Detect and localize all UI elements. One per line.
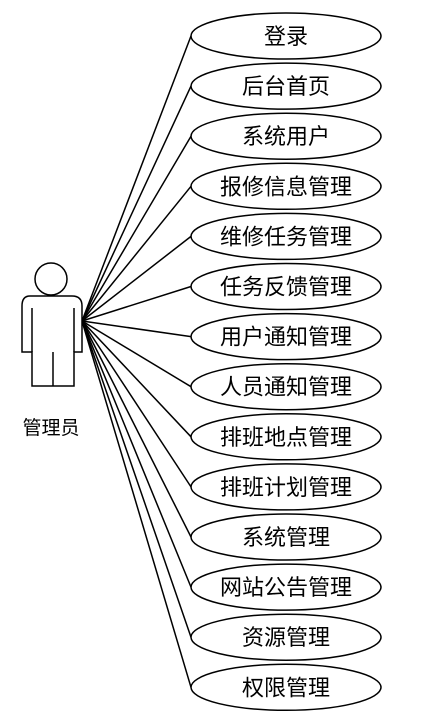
association-line-schedule-plan [81, 320, 192, 488]
person-icon [21, 262, 83, 387]
association-line-resource-management [81, 320, 192, 638]
use-case-resource-management: 资源管理 [190, 613, 382, 661]
association-lines [81, 35, 192, 688]
use-case-schedule-location: 排班地点管理 [190, 413, 382, 461]
association-line-repair-info [81, 185, 192, 322]
use-case-label: 系统用户 [242, 125, 330, 150]
use-case-label: 人员通知管理 [220, 376, 352, 401]
use-case-label: 任务反馈管理 [220, 276, 352, 301]
association-line-task-feedback [81, 285, 192, 322]
use-case-ellipse [190, 413, 382, 461]
use-case-schedule-plan: 排班计划管理 [190, 463, 382, 511]
association-line-dashboard [81, 85, 192, 322]
use-case-ellipse [190, 663, 382, 712]
use-case-ellipse [190, 212, 382, 261]
use-case-repair-task: 维修任务管理 [190, 212, 382, 261]
association-line-permission-management [81, 320, 192, 688]
use-case-site-announcement: 网站公告管理 [190, 563, 382, 611]
association-line-system-management [81, 320, 192, 538]
use-case-ellipse [190, 162, 382, 211]
use-case-user-notice: 用户通知管理 [190, 312, 382, 361]
association-line-schedule-location [81, 320, 192, 438]
use-case-system-management: 系统管理 [190, 513, 382, 561]
use-case-label: 维修任务管理 [220, 225, 352, 250]
use-case-ellipse [190, 513, 382, 561]
association-line-repair-task [81, 235, 192, 322]
use-case-label: 网站公告管理 [220, 576, 352, 601]
use-case-ellipse [190, 12, 382, 60]
use-case-ellipse [190, 463, 382, 511]
association-line-site-announcement [81, 320, 192, 588]
use-case-ellipse [190, 112, 382, 160]
use-case-label: 资源管理 [242, 626, 330, 651]
use-case-repair-info: 报修信息管理 [190, 162, 382, 211]
use-case-task-feedback: 任务反馈管理 [190, 262, 382, 311]
use-case-label: 登录 [264, 25, 308, 50]
use-case-dashboard: 后台首页 [190, 62, 382, 110]
use-cases: 登录后台首页系统用户报修信息管理维修任务管理任务反馈管理用户通知管理人员通知管理… [190, 12, 382, 712]
use-case-label: 排班地点管理 [220, 426, 352, 451]
use-case-ellipse [190, 262, 382, 311]
use-case-ellipse [190, 312, 382, 361]
use-case-ellipse [190, 563, 382, 611]
use-case-label: 排班计划管理 [220, 476, 352, 501]
use-case-permission-management: 权限管理 [190, 663, 382, 712]
use-case-system-users: 系统用户 [190, 112, 382, 160]
use-case-label: 后台首页 [242, 75, 330, 100]
actor-label: 管理员 [22, 417, 79, 439]
use-case-label: 报修信息管理 [220, 175, 352, 200]
use-case-ellipse [190, 613, 382, 661]
use-case-label: 系统管理 [242, 526, 330, 551]
association-line-login [81, 35, 192, 322]
use-case-label: 权限管理 [242, 676, 330, 701]
use-case-label: 用户通知管理 [220, 326, 352, 351]
actor-admin: 管理员 [21, 262, 83, 439]
association-line-system-users [81, 135, 192, 322]
use-case-ellipse [190, 362, 382, 411]
use-case-login: 登录 [190, 12, 382, 60]
use-case-ellipse [190, 62, 382, 110]
use-case-staff-notice: 人员通知管理 [190, 362, 382, 411]
association-line-user-notice [81, 320, 192, 338]
association-line-staff-notice [81, 320, 192, 388]
